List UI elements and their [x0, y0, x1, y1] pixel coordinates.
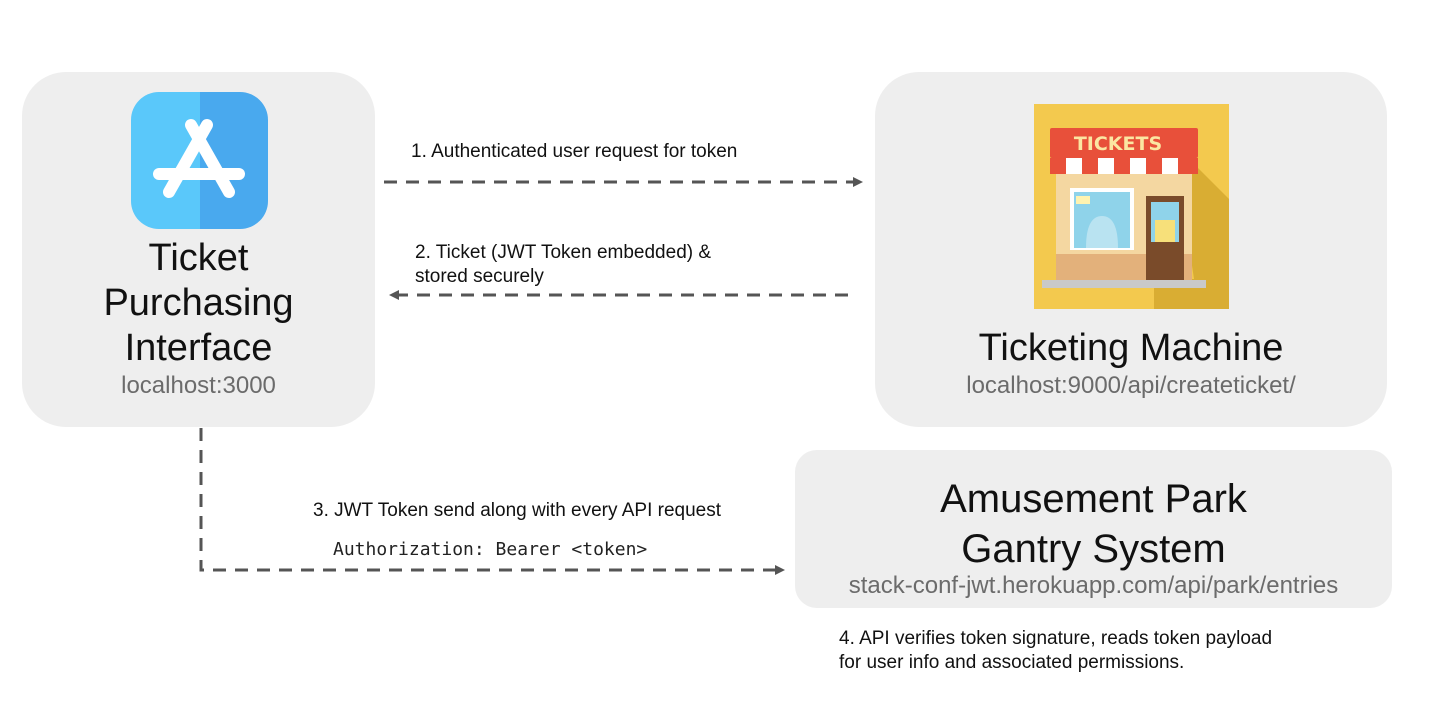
step3-label: 3. JWT Token send along with every API r…	[313, 500, 722, 521]
step2-label: 2. Ticket (JWT Token embedded) & stored …	[415, 242, 712, 287]
arrow-step3	[199, 428, 785, 575]
machine-title: Ticketing Machine	[978, 327, 1284, 369]
park-address: stack-conf-jwt.herokuapp.com/api/park/en…	[848, 572, 1339, 599]
machine-address: localhost:9000/api/createticket/	[966, 372, 1296, 399]
gantry-system-box	[795, 450, 1392, 608]
authorization-header-code: Authorization: Bearer <token>	[333, 539, 648, 560]
step1-label: 1. Authenticated user request for token	[411, 141, 738, 162]
tickets-sign: TICKETS	[1074, 133, 1162, 155]
ticket-shop-icon: TICKETS	[1034, 104, 1229, 309]
park-title: Amusement Park Gantry System	[940, 477, 1247, 571]
client-address: localhost:3000	[121, 372, 276, 399]
client-title: Ticket Purchasing Interface	[103, 237, 294, 369]
step4-label: 4. API verifies token signature, reads t…	[839, 628, 1273, 673]
app-store-icon	[131, 92, 268, 229]
